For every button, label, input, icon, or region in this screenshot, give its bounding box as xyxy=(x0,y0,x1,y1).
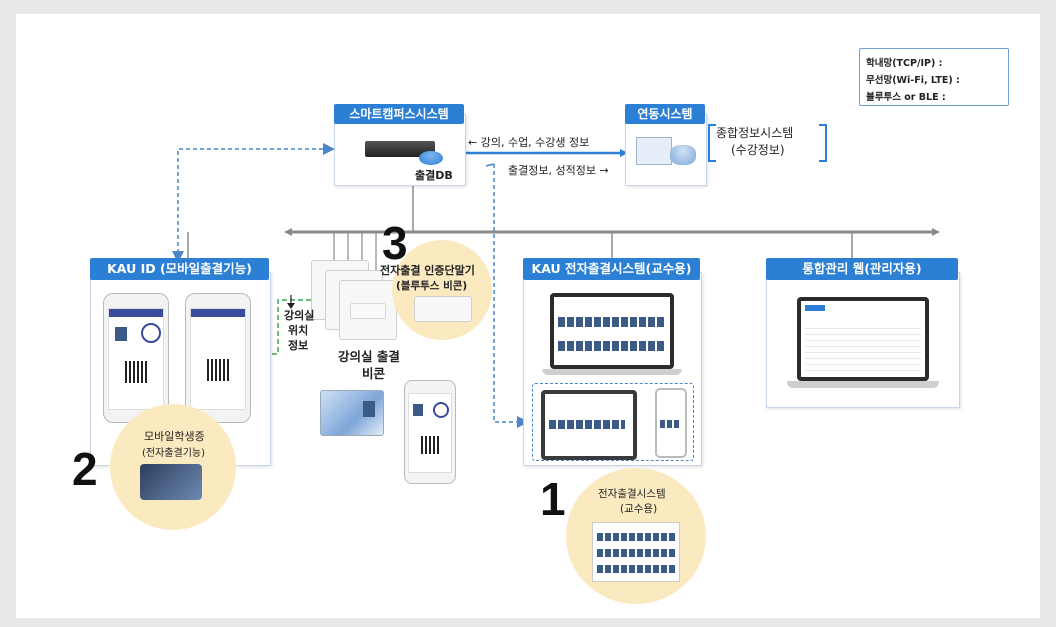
photo-icon xyxy=(115,327,127,341)
esystem-screenshot xyxy=(592,522,680,582)
laptop-base xyxy=(542,369,682,375)
attendance-info-label: 출결정보, 성적정보 → xyxy=(508,164,609,177)
number-1: 1 xyxy=(540,473,566,525)
server-icon xyxy=(365,141,435,157)
phone-student-card xyxy=(103,293,169,423)
room-beacon-card xyxy=(339,280,397,340)
smartphone-image xyxy=(655,388,687,458)
number-3: 3 xyxy=(382,217,408,269)
legend-bluetooth-label: 블루투스 or BLE : xyxy=(866,92,946,103)
database-icon xyxy=(419,151,443,165)
right-bracket xyxy=(819,124,827,162)
tablet-image xyxy=(541,390,637,460)
student-id-card-image xyxy=(320,390,384,436)
highlight-circle-esystem: 전자출결시스템 (교수용) xyxy=(566,468,706,604)
auth-device-sub-label: (블루투스 비콘) xyxy=(396,280,468,292)
laptop-image xyxy=(550,293,674,369)
monitor-icon xyxy=(636,137,672,165)
laptop-base xyxy=(787,381,939,388)
seal-icon xyxy=(141,323,161,343)
admin-table xyxy=(805,323,921,373)
mobile-card-label: 모바일학생증 xyxy=(144,430,205,443)
student-photo-row xyxy=(558,341,666,351)
mobile-card-sub-label: (전자출결기능) xyxy=(142,448,206,459)
laptop-screen xyxy=(554,297,670,365)
phone-screen xyxy=(408,393,452,473)
student-photo-row xyxy=(558,317,666,327)
comprehensive-sub-label: (수강정보) xyxy=(731,143,785,157)
photo-icon xyxy=(363,401,375,417)
auth-device-label: 전자출결 인증단말기 xyxy=(380,264,475,277)
diagram-canvas: 학내망(TCP/IP) : 무선망(Wi-Fi, LTE) : 블루투스 or … xyxy=(16,14,1040,618)
device-group xyxy=(532,383,694,461)
phone-screen xyxy=(190,308,246,410)
database-icon xyxy=(670,145,696,165)
linked-system-box xyxy=(625,114,707,186)
comprehensive-system-label: 종합정보시스템 xyxy=(716,126,794,140)
integrated-web-box xyxy=(766,272,960,408)
number-2: 2 xyxy=(72,443,98,495)
legend-wired-label: 학내망(TCP/IP) : xyxy=(866,58,943,69)
laptop-image xyxy=(797,297,929,381)
legend-box: 학내망(TCP/IP) : 무선망(Wi-Fi, LTE) : 블루투스 or … xyxy=(859,48,1009,106)
room-beacon-label-2: 비콘 xyxy=(362,366,386,381)
smart-campus-box: 출결DB xyxy=(334,114,466,186)
room-location-label-2: 위치 xyxy=(288,324,309,337)
auth-device-icon xyxy=(414,296,472,322)
highlight-circle-auth-device xyxy=(392,240,492,340)
qr-code-icon xyxy=(125,361,147,383)
esystem-label: 전자출결시스템 xyxy=(598,488,666,500)
hand-phone-image xyxy=(140,464,202,500)
attendance-db-label: 출결DB xyxy=(415,169,453,182)
room-location-label: 강의실 xyxy=(284,309,315,322)
legend-wireless-label: 무선망(Wi-Fi, LTE) : xyxy=(866,75,960,86)
integrated-web-header: 통합관리 웹(관리자용) xyxy=(766,258,958,280)
phone-mobile-id xyxy=(404,380,456,484)
kau-id-header: KAU ID (모바일출결기능) xyxy=(90,258,269,280)
kau-attendance-box xyxy=(523,272,702,466)
room-location-label-3: 정보 xyxy=(288,339,309,352)
highlight-circle-mobile-card: 모바일학생증 (전자출결기능) xyxy=(110,404,236,530)
esystem-sub-label: (교수용) xyxy=(620,503,658,515)
phone-attendance xyxy=(185,293,251,423)
kau-attendance-header: KAU 전자출결시스템(교수용) xyxy=(523,258,700,280)
left-bracket xyxy=(708,124,716,162)
qr-code-icon xyxy=(207,359,229,381)
smart-campus-header: 스마트캠퍼스시스템 xyxy=(334,104,464,124)
lecture-info-label: ← 강의, 수업, 수강생 정보 xyxy=(468,136,590,149)
room-beacon-label: 강의실 출결 xyxy=(338,349,400,364)
admin-web-screen xyxy=(801,301,925,377)
linked-system-header: 연동시스템 xyxy=(625,104,705,124)
phone-screen xyxy=(108,308,164,410)
qr-code-icon xyxy=(421,436,439,454)
beacon-device-icon xyxy=(350,303,386,319)
